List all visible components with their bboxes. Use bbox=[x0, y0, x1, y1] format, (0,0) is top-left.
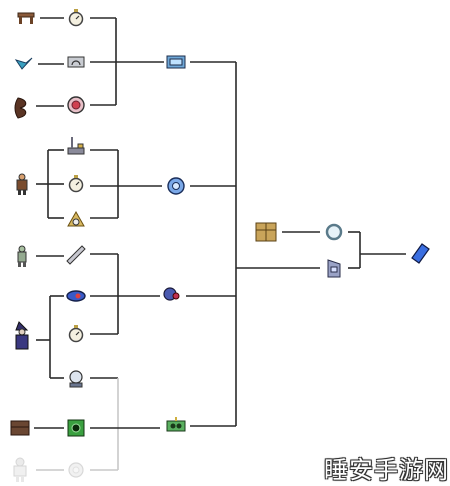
gps-device-icon bbox=[166, 55, 186, 69]
watermark-text: 睡安手游网 bbox=[324, 456, 449, 484]
pda-icon bbox=[411, 243, 430, 264]
dresser-icon bbox=[255, 222, 277, 242]
stopwatch-icon bbox=[68, 325, 84, 343]
chest-icon bbox=[10, 420, 30, 436]
ghost-npc-icon bbox=[13, 457, 27, 482]
zombie-npc-icon bbox=[17, 245, 27, 267]
workbench-icon bbox=[17, 12, 35, 24]
fish-finder-icon bbox=[69, 370, 83, 388]
sea-creature-icon bbox=[14, 97, 27, 119]
metal-detector-icon bbox=[67, 137, 85, 155]
bird-icon bbox=[14, 57, 33, 70]
dps-meter-icon bbox=[163, 287, 180, 301]
depth-meter-icon bbox=[67, 56, 85, 68]
compass-icon bbox=[67, 96, 85, 114]
ruler-icon bbox=[66, 245, 86, 265]
merchant-npc-icon bbox=[16, 173, 28, 195]
sextant-icon bbox=[67, 210, 85, 227]
radar-icon bbox=[66, 290, 86, 302]
item-icons bbox=[10, 9, 430, 482]
lifeform-analyzer-icon bbox=[67, 419, 85, 437]
rarity-device-icon bbox=[166, 417, 186, 432]
weather-radio-icon bbox=[68, 462, 84, 478]
ring-icon bbox=[325, 223, 343, 241]
calculator-icon bbox=[167, 177, 185, 195]
tally-counter-icon bbox=[68, 175, 84, 193]
cell-phone-icon bbox=[327, 259, 341, 278]
wizard-npc-icon bbox=[15, 321, 29, 350]
stopwatch-icon bbox=[68, 9, 84, 27]
connector-lines bbox=[34, 17, 406, 471]
